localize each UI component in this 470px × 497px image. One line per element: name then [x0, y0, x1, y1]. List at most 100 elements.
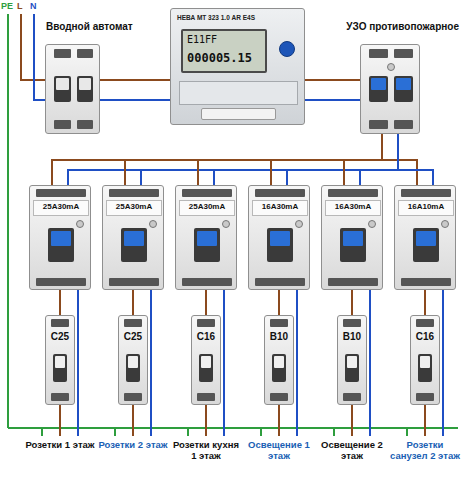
- load-neutral-wire: [150, 290, 152, 436]
- wire-connector: [382, 134, 433, 185]
- circuit-breaker: C25: [45, 315, 75, 405]
- neutral-wire: [398, 134, 433, 185]
- lcd-reading: E11FF: [187, 34, 217, 45]
- terminal: [369, 120, 388, 129]
- test-button: [387, 63, 395, 71]
- pe-wire: [7, 14, 9, 428]
- rating-label: 25A30mA: [176, 202, 238, 211]
- rating-label: 25A30mA: [103, 202, 165, 211]
- circuit-breaker: C16: [191, 315, 221, 405]
- terminal: [51, 319, 69, 327]
- neutral-wire: [305, 99, 360, 101]
- rcd-device: 25A30mA: [102, 185, 164, 290]
- load-neutral-wire: [442, 290, 444, 436]
- circuit-label: Розетки санузел 2 этаж: [389, 440, 461, 462]
- wire-connector: [60, 290, 61, 315]
- terminal: [124, 393, 142, 401]
- wire-connector: [198, 134, 398, 185]
- lcd-reading: 000005.15: [187, 51, 252, 65]
- terminal: [343, 319, 361, 327]
- rcd-device: 16A30mA: [248, 185, 310, 290]
- terminal: [182, 278, 232, 286]
- test-button: [295, 220, 303, 228]
- meter-button: [279, 41, 295, 57]
- wire-connector: [133, 290, 134, 315]
- breaker-rating: B10: [265, 331, 293, 342]
- terminal: [255, 189, 305, 197]
- terminal: [401, 278, 451, 286]
- wire-connector: [52, 134, 398, 185]
- circuit-breaker: B10: [264, 315, 294, 405]
- phase-wire: [100, 79, 170, 81]
- terminal: [270, 319, 288, 327]
- load-phase-wire: [205, 405, 207, 436]
- circuit-label: Розетки 1 этаж: [24, 440, 96, 451]
- lever: [55, 356, 65, 368]
- phase-wire: [52, 134, 382, 185]
- circuit-label: Розетки 2 этаж: [97, 440, 169, 451]
- terminal: [369, 49, 388, 58]
- lever: [128, 356, 138, 368]
- terminal: [109, 189, 159, 197]
- device-caption: УЗО противопожарное: [346, 21, 459, 32]
- phase-wire: [132, 290, 134, 315]
- conductor-label: PE: [1, 1, 13, 11]
- lever: [343, 231, 363, 246]
- rcd-device: 16A10mA: [394, 185, 456, 290]
- load-pe-wire: [114, 428, 116, 436]
- terminal: [109, 278, 159, 286]
- phase-wire: [198, 134, 382, 185]
- electric-meter: НЕВА МТ 323 1.0 AR E4SE11FF000005.15: [170, 8, 305, 125]
- rcd-device: 16A30mA: [321, 185, 383, 290]
- lever: [416, 231, 436, 246]
- phase-wire: [382, 134, 417, 185]
- wire-connector: [206, 290, 207, 315]
- test-button: [76, 220, 84, 228]
- terminal: [394, 120, 413, 129]
- load-neutral-wire: [296, 290, 298, 436]
- load-phase-wire: [351, 405, 353, 436]
- load-phase-wire: [59, 405, 61, 436]
- terminal: [54, 120, 71, 129]
- phase-wire: [59, 290, 61, 315]
- phase-wire: [424, 290, 426, 315]
- neutral-wire: [141, 134, 398, 185]
- rating-label: 16A30mA: [322, 202, 384, 211]
- terminal: [124, 319, 142, 327]
- terminal: [77, 49, 94, 58]
- circuit-label: Освещение 1 этаж: [243, 440, 315, 462]
- terminal: [197, 319, 215, 327]
- test-button: [222, 220, 230, 228]
- load-neutral-wire: [369, 290, 371, 436]
- lever: [347, 356, 357, 368]
- terminal: [328, 278, 378, 286]
- load-phase-wire: [424, 405, 426, 436]
- phase-wire: [125, 134, 382, 185]
- terminal: [77, 120, 94, 129]
- terminal: [36, 189, 86, 197]
- circuit-breaker: C25: [118, 315, 148, 405]
- load-phase-wire: [132, 405, 134, 436]
- breaker-rating: C16: [411, 331, 439, 342]
- rating-label: 16A30mA: [249, 202, 311, 211]
- load-pe-wire: [406, 428, 408, 436]
- neutral-wire: [68, 134, 398, 185]
- load-pe-wire: [187, 428, 189, 436]
- phase-wire: [305, 79, 360, 81]
- wire-connector: [271, 134, 398, 185]
- terminal: [416, 319, 434, 327]
- rcd-device: 25A30mA: [29, 185, 91, 290]
- rcd-device: 25A30mA: [175, 185, 237, 290]
- wire-connector: [305, 80, 360, 100]
- circuit-breaker: B10: [337, 315, 367, 405]
- lever: [56, 78, 69, 90]
- terminal: [270, 393, 288, 401]
- lever: [201, 356, 211, 368]
- load-phase-wire: [278, 405, 280, 436]
- terminal: [394, 49, 413, 58]
- breaker-rating: C25: [119, 331, 147, 342]
- phase-wire: [351, 290, 353, 315]
- circuit-label: Розетки кухня 1 этаж: [170, 440, 242, 462]
- lever: [420, 356, 430, 368]
- test-button: [149, 220, 157, 228]
